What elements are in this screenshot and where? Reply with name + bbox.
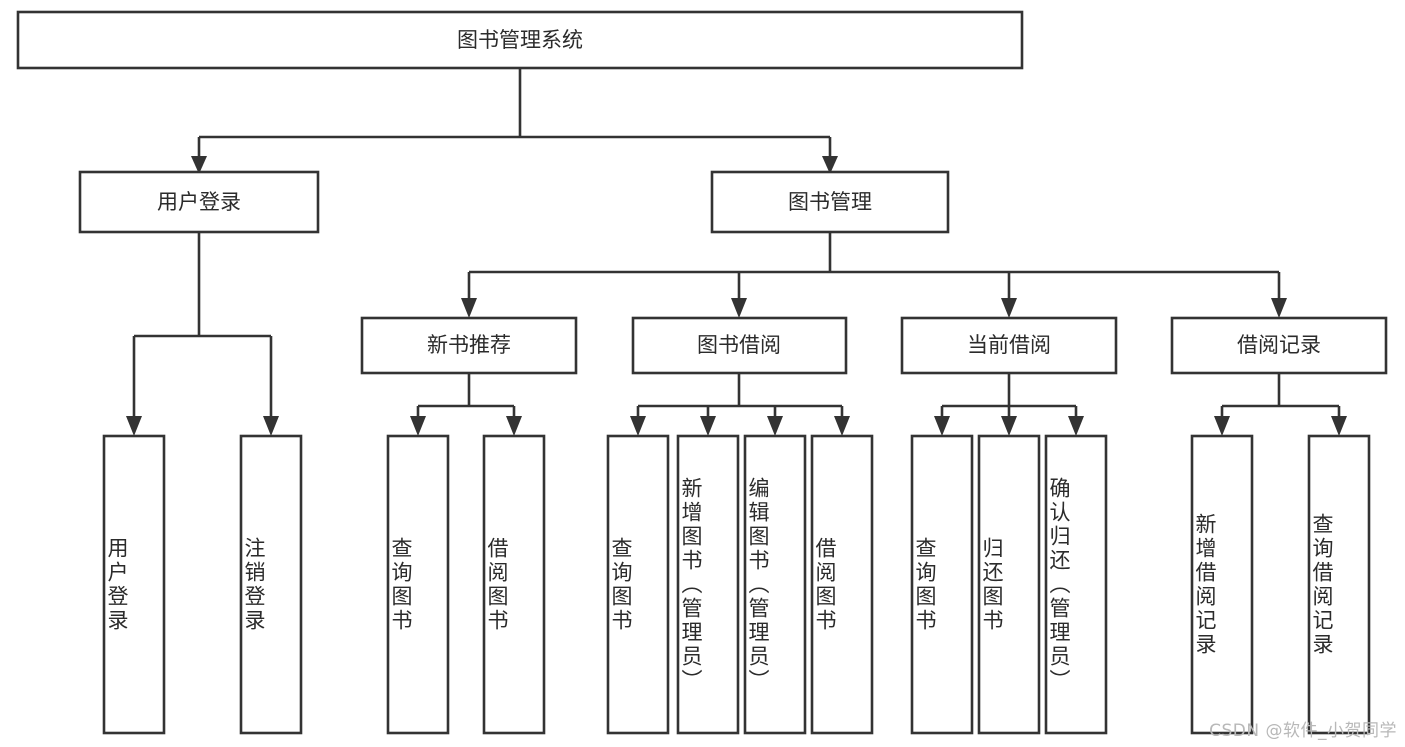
node-box-user-login[interactable] [78,170,320,234]
node-box-leaf-current-borrow-2[interactable] [1044,434,1108,735]
node-box-leaf-current-borrow-1[interactable] [977,434,1041,735]
node-box-root[interactable] [16,10,1024,70]
arrow-head-book-manage [822,156,838,174]
node-box-book-manage[interactable] [710,170,950,234]
node-box-current-borrow[interactable] [900,316,1118,375]
node-label-new-book-recommend: 新书推荐 [427,333,511,357]
node-box-leaf-book-borrow-2[interactable] [743,434,807,735]
node-box-leaf-new-book-1[interactable] [482,434,546,735]
arrow-head-leaf-logout [263,416,279,436]
arrow-head-new-book [461,298,477,318]
arrow-head-leaf-user-login [126,416,142,436]
arrow-head-nb-leaf1 [410,416,426,436]
arrow-head-bb-leaf2 [700,416,716,436]
node-box-leaf-book-borrow-0[interactable] [606,434,670,735]
node-label-current-borrow: 当前借阅 [967,333,1051,357]
node-box-leaf-book-borrow-1[interactable] [676,434,740,735]
node-box-leaf-new-book-0[interactable] [386,434,450,735]
arrow-head-br-leaf2 [1331,416,1347,436]
node-box-borrow-record[interactable] [1170,316,1388,375]
arrow-head-user-login [191,156,207,174]
arrow-head-bb-leaf1 [630,416,646,436]
arrow-head-cb-leaf3 [1068,416,1084,436]
arrow-head-current-borrow [1001,298,1017,318]
node-label-root: 图书管理系统 [457,28,583,52]
label-group: 图书管理系统 用户登录 图书管理 新书推荐 图书借阅 当前借阅 借阅记录 [157,28,1321,357]
node-label-book-borrow: 图书借阅 [697,333,781,357]
arrow-head-cb-leaf1 [934,416,950,436]
arrow-head-nb-leaf2 [506,416,522,436]
node-box-leaf-user-login-0[interactable] [102,434,166,735]
node-box-book-borrow[interactable] [631,316,848,375]
node-label-borrow-record: 借阅记录 [1237,333,1321,357]
node-box-leaf-borrow-record-1[interactable] [1307,434,1371,735]
node-box-new-book-recommend[interactable] [360,316,578,375]
arrow-head-bb-leaf3 [767,416,783,436]
node-group [16,10,1388,735]
arrow-head-borrow-record [1271,298,1287,318]
node-box-leaf-borrow-record-0[interactable] [1190,434,1254,735]
node-label-user-login: 用户登录 [157,190,241,214]
arrow-head-bb-leaf4 [834,416,850,436]
node-box-leaf-current-borrow-0[interactable] [910,434,974,735]
arrow-head-cb-leaf2 [1001,416,1017,436]
node-label-book-manage: 图书管理 [788,190,872,214]
node-box-leaf-user-login-1[interactable] [239,434,303,735]
csdn-watermark: CSDN @软件_小贺同学 [1209,721,1397,741]
arrow-head-br-leaf1 [1214,416,1230,436]
node-box-leaf-book-borrow-3[interactable] [810,434,874,735]
arrow-head-book-borrow [731,298,747,318]
connector-group [126,68,1347,436]
